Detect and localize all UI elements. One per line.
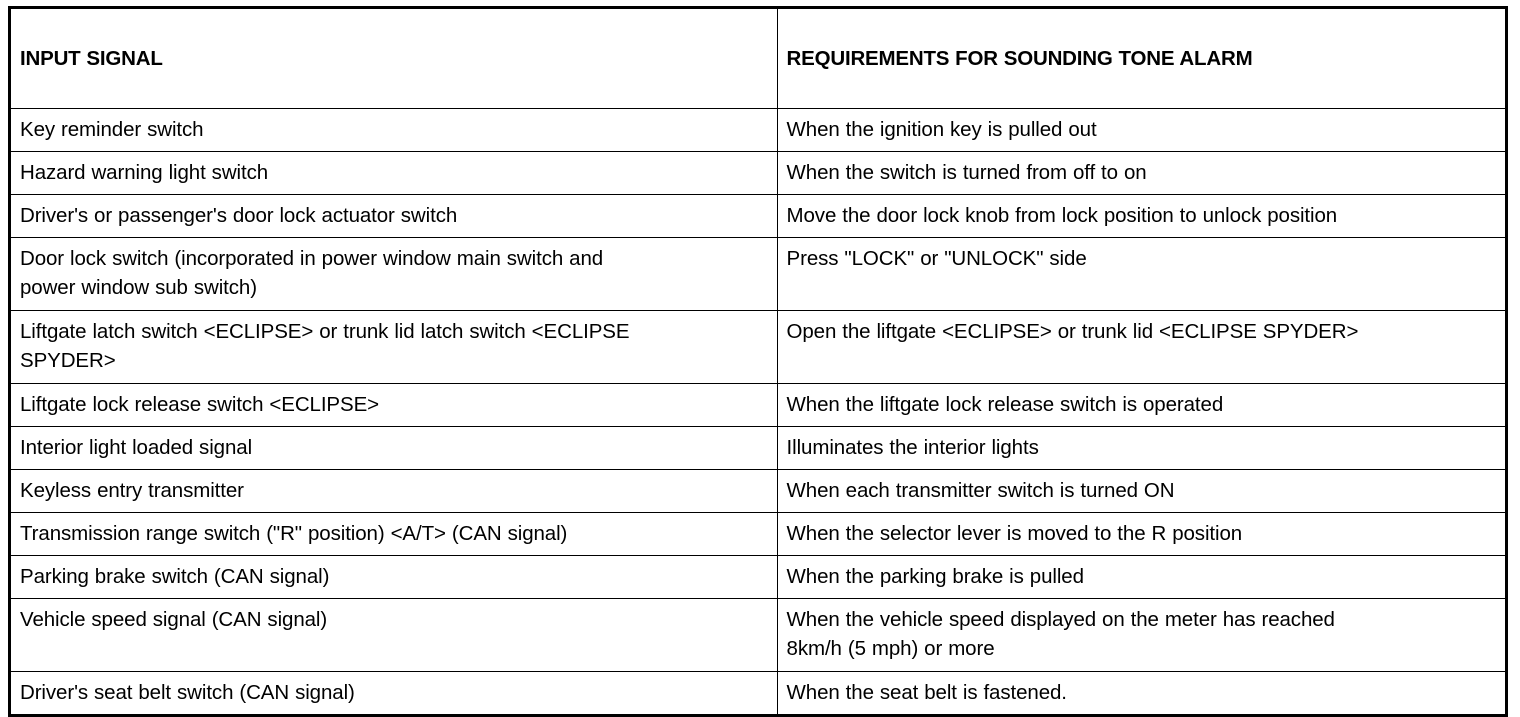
cell-input-signal-text: Door lock switch (incorporated in power … — [20, 247, 604, 299]
table-row: Driver's or passenger's door lock actuat… — [9, 194, 1508, 238]
table-row: Interior light loaded signal Illuminates … — [9, 426, 1508, 470]
tone-alarm-requirements-table: INPUT SIGNAL REQUIREMENTS FOR SOUNDING T… — [8, 6, 1508, 717]
cell-input-signal: Hazard warning light switch — [9, 151, 778, 195]
cell-input-signal: Driver's seat belt switch (CAN signal) — [9, 671, 778, 716]
cell-input-signal: Liftgate lock release switch <ECLIPSE> — [9, 383, 778, 427]
cell-input-signal: Keyless entry transmitter — [9, 469, 778, 513]
cell-requirement: When the parking brake is pulled — [776, 555, 1508, 599]
cell-requirement: When the liftgate lock release switch is… — [776, 383, 1508, 427]
cell-requirement-text: When each transmitter switch is turned O… — [786, 479, 1175, 502]
table-row: Driver's seat belt switch (CAN signal) Wh… — [9, 671, 1508, 716]
table-row: Liftgate lock release switch <ECLIPSE> Wh… — [9, 383, 1508, 427]
cell-requirement: Illuminates the interior lights — [776, 426, 1508, 470]
column-header-requirements-text: REQUIREMENTS FOR SOUNDING TONE ALARM — [786, 47, 1253, 70]
cell-requirement-text: When the vehicle speed displayed on the … — [786, 608, 1335, 660]
column-header-input-signal: INPUT SIGNAL — [9, 7, 778, 109]
table-row: Hazard warning light switch When the swit… — [9, 151, 1508, 195]
cell-input-signal-text: Transmission range switch ("R" position)… — [20, 522, 568, 545]
table-body: Key reminder switch When the ignition key… — [9, 108, 1508, 716]
cell-requirement-text: Move the door lock knob from lock positi… — [786, 204, 1338, 227]
cell-requirement: When the selector lever is moved to the … — [776, 512, 1508, 556]
table-row: Liftgate latch switch <ECLIPSE> or trunk… — [9, 310, 1508, 384]
cell-input-signal-text: Key reminder switch — [20, 118, 204, 141]
cell-input-signal-text: Keyless entry transmitter — [20, 479, 244, 502]
table-row: Transmission range switch ("R" position)… — [9, 512, 1508, 556]
cell-input-signal: Liftgate latch switch <ECLIPSE> or trunk… — [9, 310, 778, 384]
cell-input-signal-text: Vehicle speed signal (CAN signal) — [20, 608, 328, 631]
cell-input-signal-text: Driver's or passenger's door lock actuat… — [20, 204, 458, 227]
cell-input-signal: Vehicle speed signal (CAN signal) — [9, 598, 778, 672]
cell-input-signal-text: Parking brake switch (CAN signal) — [20, 565, 330, 588]
table-row: Door lock switch (incorporated in power … — [9, 237, 1508, 311]
cell-requirement-text: When the parking brake is pulled — [786, 565, 1084, 588]
table-header-row: INPUT SIGNAL REQUIREMENTS FOR SOUNDING T… — [9, 7, 1508, 109]
cell-requirement-text: When the liftgate lock release switch is… — [786, 393, 1224, 416]
table-row: Parking brake switch (CAN signal) When th… — [9, 555, 1508, 599]
cell-requirement-text: Open the liftgate <ECLIPSE> or trunk lid… — [786, 320, 1359, 343]
cell-requirement-text: Press "LOCK" or "UNLOCK" side — [786, 247, 1087, 270]
cell-input-signal: Transmission range switch ("R" position)… — [9, 512, 778, 556]
cell-input-signal-text: Interior light loaded signal — [20, 436, 253, 459]
cell-input-signal: Door lock switch (incorporated in power … — [9, 237, 778, 311]
cell-input-signal-text: Driver's seat belt switch (CAN signal) — [20, 681, 355, 704]
cell-input-signal-text: Hazard warning light switch — [20, 161, 269, 184]
cell-requirement: Press "LOCK" or "UNLOCK" side — [776, 237, 1508, 311]
column-header-requirements: REQUIREMENTS FOR SOUNDING TONE ALARM — [776, 7, 1508, 109]
cell-input-signal: Interior light loaded signal — [9, 426, 778, 470]
table-header: INPUT SIGNAL REQUIREMENTS FOR SOUNDING T… — [9, 7, 1508, 109]
cell-input-signal: Driver's or passenger's door lock actuat… — [9, 194, 778, 238]
table-row: Vehicle speed signal (CAN signal) When th… — [9, 598, 1508, 672]
cell-requirement: Move the door lock knob from lock positi… — [776, 194, 1508, 238]
table-row: Key reminder switch When the ignition key… — [9, 108, 1508, 152]
cell-requirement: When the switch is turned from off to on — [776, 151, 1508, 195]
cell-requirement-text: When the selector lever is moved to the … — [786, 522, 1243, 545]
column-header-input-signal-text: INPUT SIGNAL — [20, 47, 163, 70]
cell-input-signal: Key reminder switch — [9, 108, 778, 152]
cell-input-signal: Parking brake switch (CAN signal) — [9, 555, 778, 599]
cell-requirement-text: When the seat belt is fastened. — [786, 681, 1067, 704]
cell-requirement: When the ignition key is pulled out — [776, 108, 1508, 152]
table-row: Keyless entry transmitter When each trans… — [9, 469, 1508, 513]
cell-requirement: Open the liftgate <ECLIPSE> or trunk lid… — [776, 310, 1508, 384]
cell-requirement-text: When the ignition key is pulled out — [786, 118, 1097, 141]
cell-requirement: When the vehicle speed displayed on the … — [776, 598, 1508, 672]
cell-requirement-text: When the switch is turned from off to on — [786, 161, 1147, 184]
cell-requirement: When the seat belt is fastened. — [776, 671, 1508, 716]
cell-input-signal-text: Liftgate lock release switch <ECLIPSE> — [20, 393, 380, 416]
cell-requirement: When each transmitter switch is turned O… — [776, 469, 1508, 513]
document-page: INPUT SIGNAL REQUIREMENTS FOR SOUNDING T… — [8, 6, 1508, 717]
cell-requirement-text: Illuminates the interior lights — [786, 436, 1039, 459]
cell-input-signal-text: Liftgate latch switch <ECLIPSE> or trunk… — [20, 320, 630, 372]
